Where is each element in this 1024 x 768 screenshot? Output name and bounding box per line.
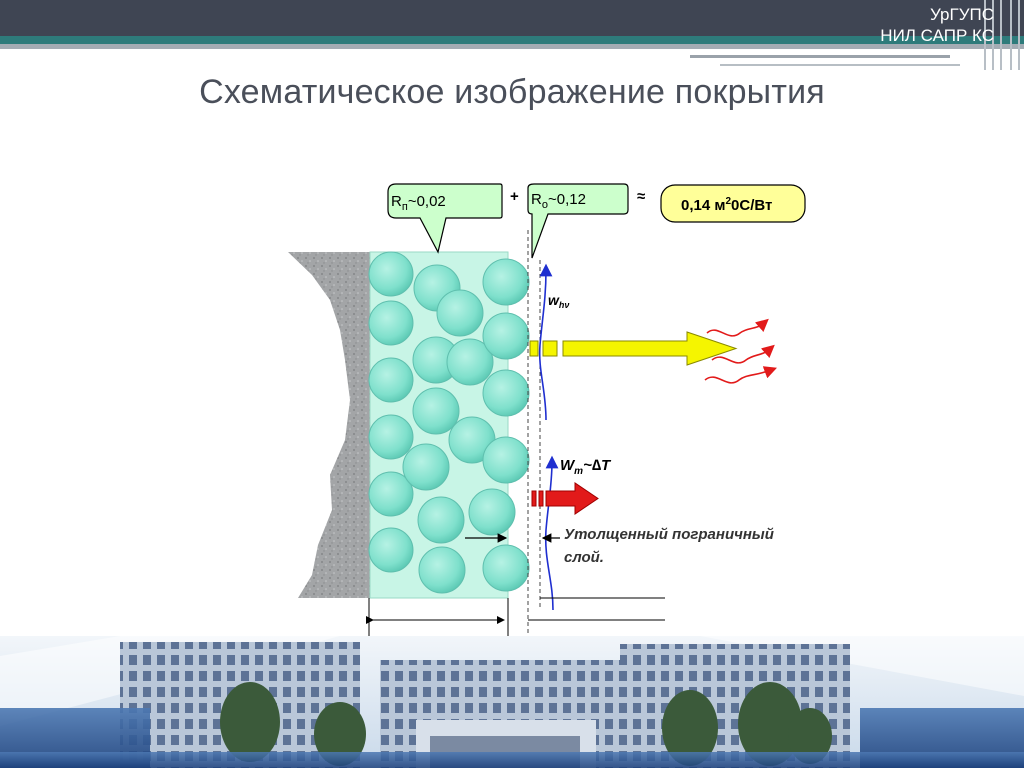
sphere — [368, 527, 414, 573]
building-photo — [0, 636, 1024, 768]
result-box — [660, 184, 806, 223]
sphere — [482, 258, 530, 306]
gray-stripe — [0, 44, 1024, 49]
sphere — [368, 414, 414, 460]
heat-emission-arrows — [704, 318, 777, 384]
org-line-1: УрГУПС — [930, 5, 994, 24]
ro-callout — [527, 183, 629, 259]
thin-stripe — [720, 64, 960, 66]
w-t-label: Wт~∆T — [560, 457, 612, 477]
org-line-2: НИЛ САПР КС — [880, 26, 994, 45]
slide-title: Схематическое изображение покрытия — [199, 73, 825, 111]
sphere — [436, 289, 484, 337]
sphere — [482, 436, 530, 484]
coating-spheres — [368, 251, 530, 594]
sphere — [412, 387, 460, 435]
sphere — [482, 544, 530, 592]
thin-stripe — [690, 55, 950, 58]
top-bar — [0, 0, 1024, 36]
sphere — [482, 312, 530, 360]
radiative-flow-line — [538, 263, 553, 421]
trees — [220, 682, 832, 766]
sphere — [368, 251, 414, 297]
convective-arrow — [531, 482, 599, 515]
sphere — [446, 338, 494, 386]
result-label: 0,14 м20С/Вт — [681, 196, 772, 214]
w-hv-label: whν — [548, 292, 569, 310]
rp-callout — [387, 183, 503, 254]
boundary-layer-caption-1: Утолщенный пограничный — [564, 526, 774, 543]
rp-label: Rп~0,02 — [391, 193, 446, 213]
approx-sign: ≈ — [637, 188, 645, 205]
sphere — [482, 369, 530, 417]
boundary-layer-caption-2: слой. — [564, 549, 604, 566]
sphere — [368, 471, 414, 517]
sphere — [418, 546, 466, 594]
radiation-arrow — [529, 331, 738, 366]
convective-flow-line — [544, 455, 559, 611]
sphere — [402, 443, 450, 491]
ro-label: Rо~0,12 — [531, 191, 586, 211]
sphere — [368, 300, 414, 346]
sphere — [468, 488, 516, 536]
sphere — [368, 357, 414, 403]
plus-sign: + — [510, 188, 519, 205]
organization-label: УрГУПС НИЛ САПР КС — [880, 4, 994, 46]
teal-stripe — [0, 36, 1024, 44]
sphere — [417, 496, 465, 544]
substrate — [288, 252, 372, 598]
vertical-bars — [978, 0, 1024, 70]
